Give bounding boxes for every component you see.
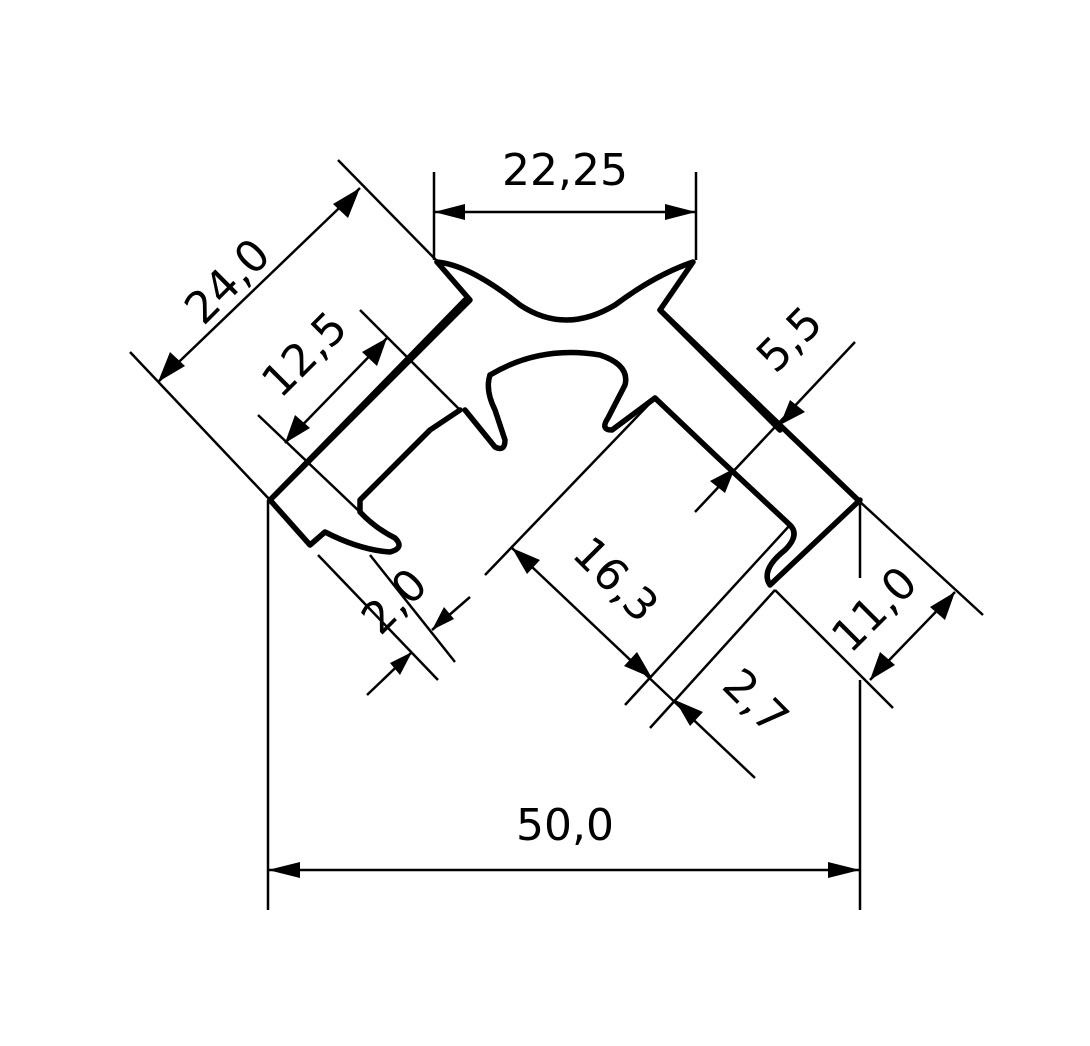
svg-text:12,5: 12,5	[252, 302, 357, 407]
svg-text:24,0: 24,0	[175, 229, 280, 334]
dim-left-outer-depth: 24,0	[129, 159, 439, 501]
svg-text:16,3: 16,3	[563, 527, 668, 632]
dim-left-lip: 2,0	[317, 554, 471, 696]
svg-text:11,0: 11,0	[822, 557, 927, 662]
svg-text:5,5: 5,5	[747, 297, 833, 383]
dim-right-depth: 11,0	[774, 499, 984, 709]
dim-overall-width: 50,0	[266, 500, 862, 910]
svg-text:22,25: 22,25	[502, 145, 628, 196]
dim-top-width: 22,25	[432, 145, 698, 260]
svg-text:2,0: 2,0	[352, 559, 438, 645]
profile-outline	[267, 259, 863, 588]
svg-text:2,7: 2,7	[712, 659, 798, 745]
dim-right-lip: 2,7	[712, 659, 798, 745]
svg-text:50,0: 50,0	[516, 800, 614, 851]
dim-right-wall: 5,5	[694, 297, 856, 513]
